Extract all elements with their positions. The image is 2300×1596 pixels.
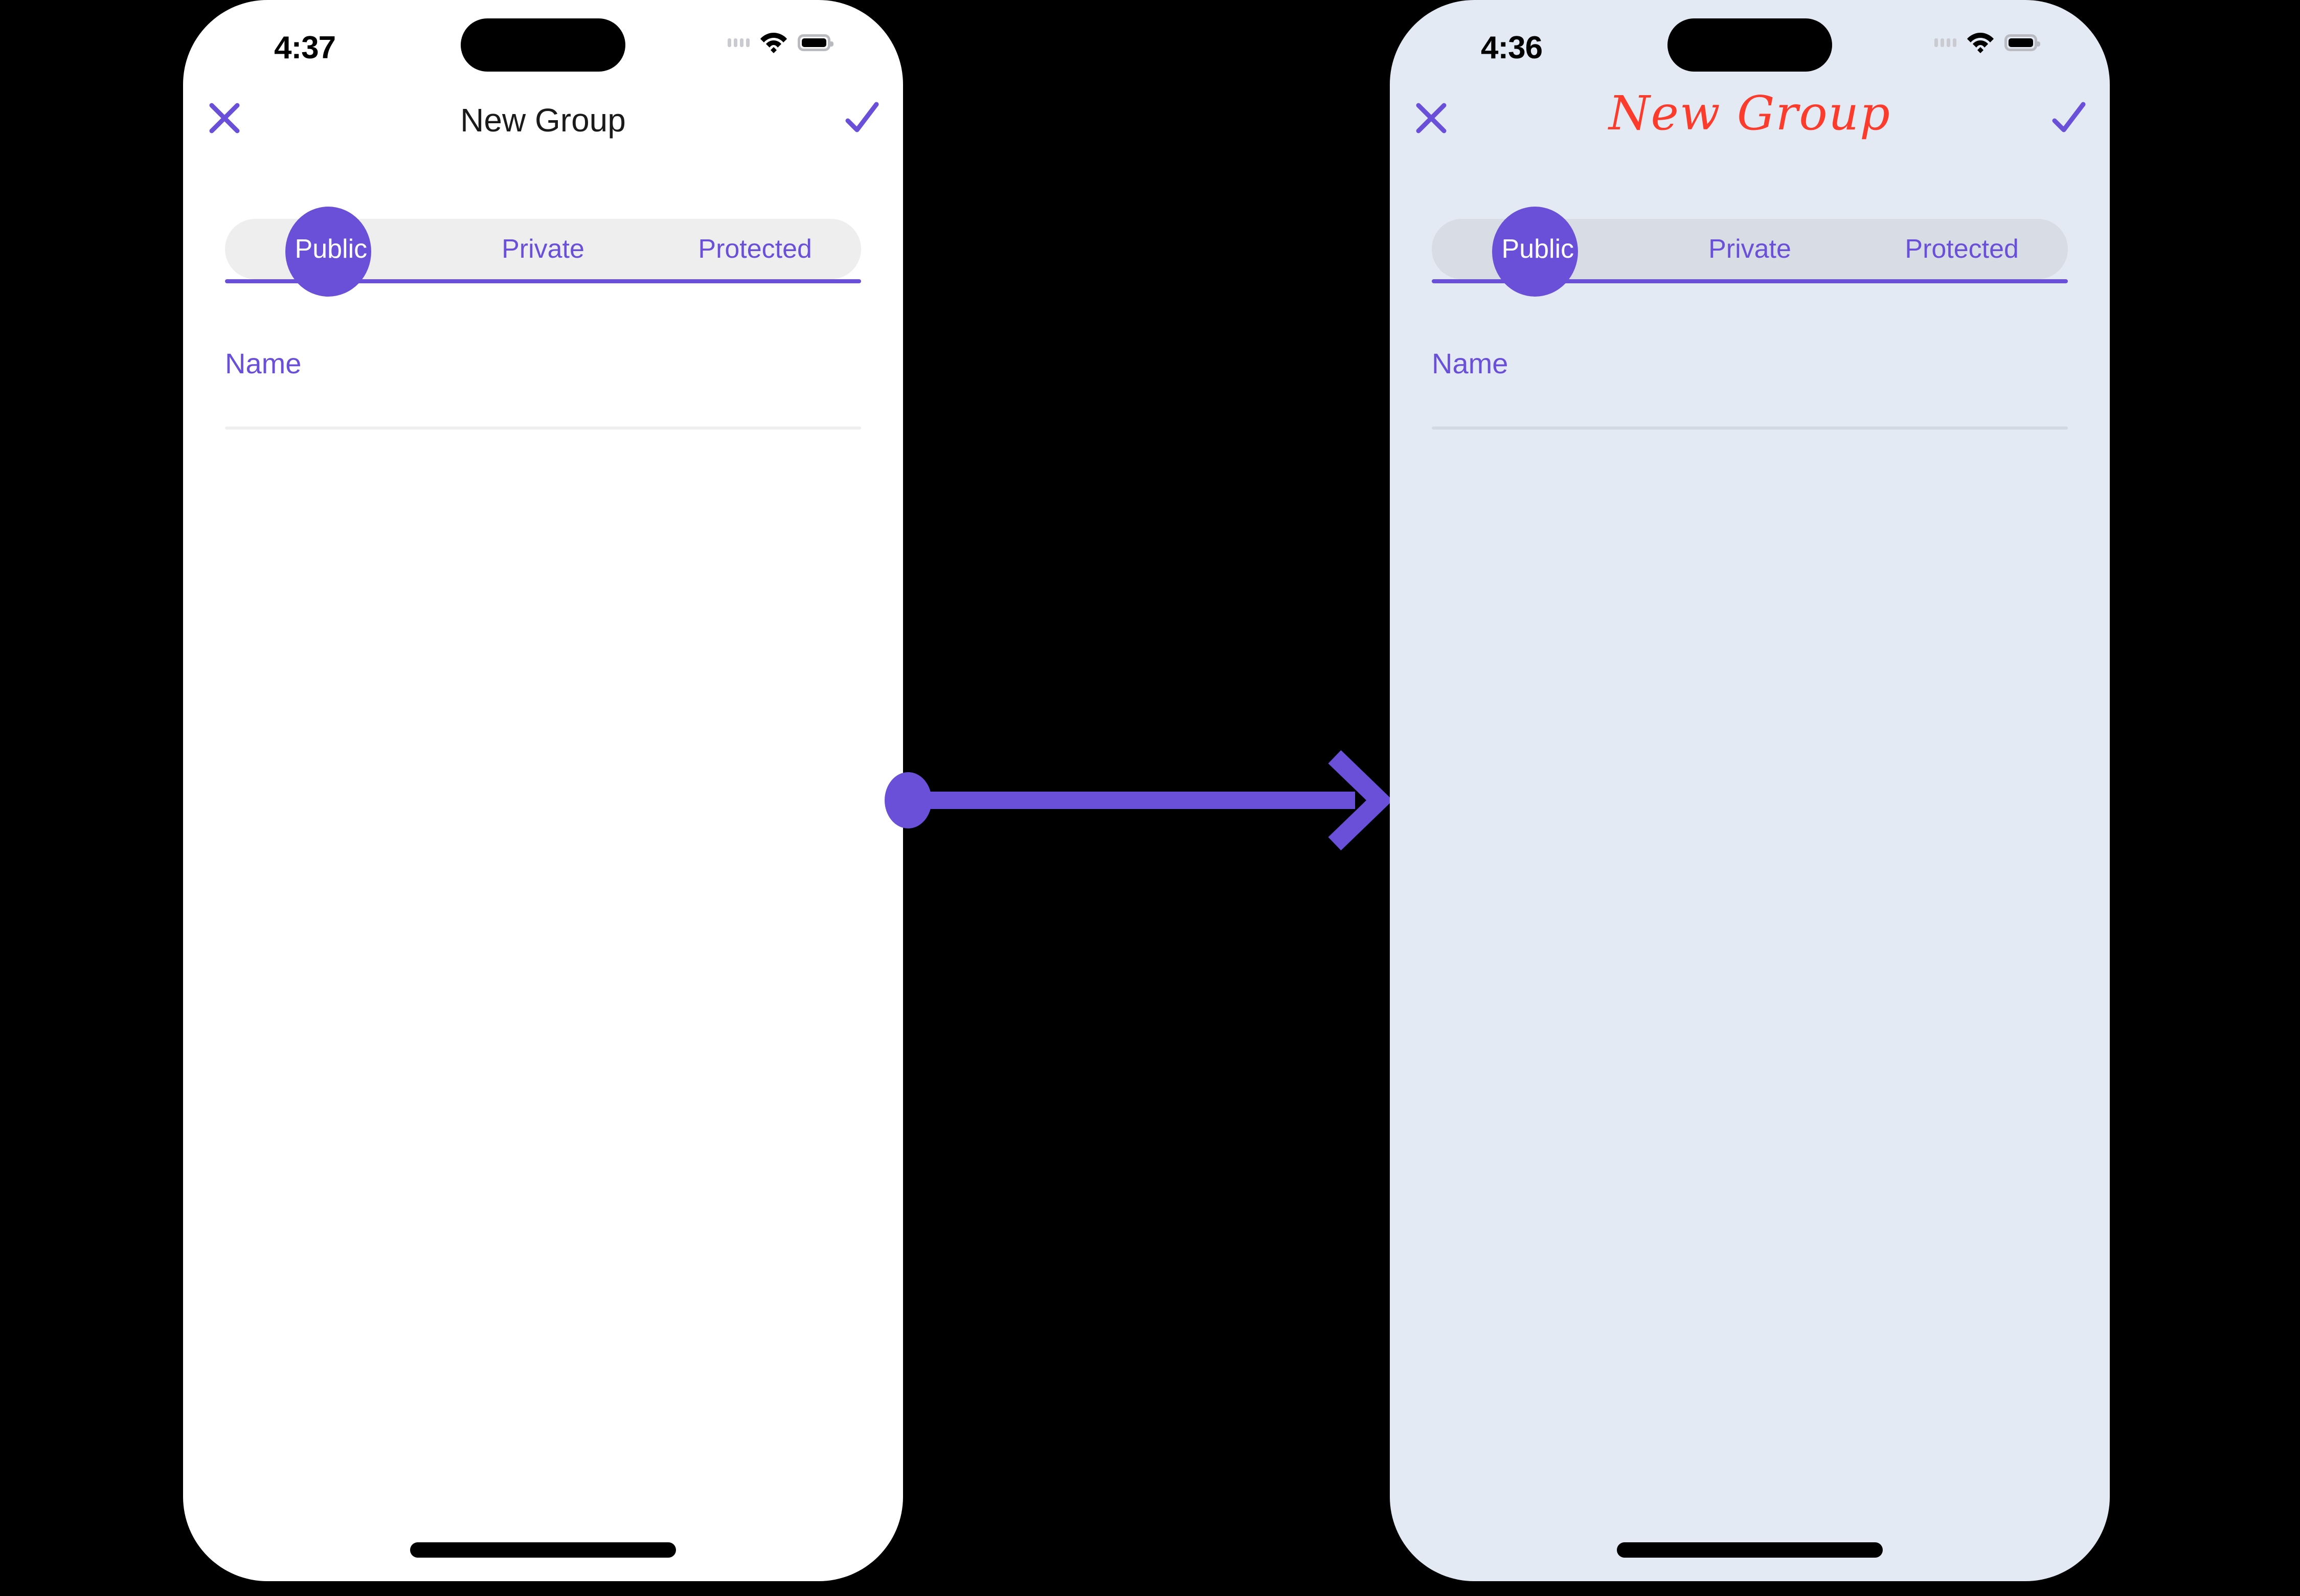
visibility-tabs-before: Public Private Protected: [225, 207, 861, 297]
signal-dots-icon: [728, 38, 750, 47]
status-icons: [728, 32, 833, 53]
name-field-underline: [225, 426, 861, 430]
name-input-placeholder: Name: [225, 347, 302, 379]
battery-level: [2009, 38, 2033, 47]
battery-icon: [798, 34, 833, 51]
battery-icon: [2004, 34, 2040, 51]
wifi-icon: [1966, 32, 1995, 53]
check-icon[interactable]: [842, 98, 882, 138]
tab-protected[interactable]: Protected: [698, 234, 812, 264]
page-title: New Group: [460, 102, 626, 139]
status-bar-after: 4:36: [1390, 0, 2110, 77]
name-field-after[interactable]: Name: [1432, 332, 2068, 430]
tab-protected[interactable]: Protected: [1905, 234, 2019, 264]
nav-bar-after: New Group: [1390, 77, 2110, 159]
home-indicator: [410, 1542, 676, 1558]
status-time: 4:37: [274, 30, 336, 65]
segmented-control[interactable]: Public Private Protected: [225, 207, 861, 297]
tab-selection-indicator: [285, 207, 371, 297]
page-title: New Group: [1609, 86, 1891, 141]
tab-private[interactable]: Private: [1708, 234, 1791, 264]
signal-dots-icon: [1934, 38, 1956, 47]
battery-level: [802, 38, 826, 47]
name-input-placeholder: Name: [1432, 347, 1508, 379]
segmented-control[interactable]: Public Private Protected: [1432, 207, 2068, 297]
tab-underline: [225, 279, 861, 283]
tab-selection-indicator: [1492, 207, 1578, 297]
check-icon[interactable]: [2048, 98, 2088, 138]
visibility-tabs-after: Public Private Protected: [1432, 207, 2068, 297]
nav-bar-before: New Group: [183, 77, 903, 159]
dynamic-island: [1667, 18, 1832, 72]
status-bar-before: 4:37: [183, 0, 903, 77]
phone-mockup-after: 4:36: [1390, 0, 2110, 1581]
close-icon[interactable]: [1411, 98, 1451, 138]
name-field-underline: [1432, 426, 2068, 430]
tab-public[interactable]: Public: [295, 234, 368, 264]
dynamic-island: [461, 18, 625, 72]
tab-public[interactable]: Public: [1501, 234, 1574, 264]
wifi-icon: [759, 32, 788, 53]
status-icons: [1934, 32, 2040, 53]
status-time: 4:36: [1481, 30, 1543, 65]
tab-private[interactable]: Private: [502, 234, 584, 264]
close-icon[interactable]: [205, 98, 244, 138]
home-indicator: [1617, 1542, 1883, 1558]
arrow-right-icon: [885, 736, 1391, 864]
screen-before: 4:37: [183, 0, 903, 1581]
screen-after: 4:36: [1390, 0, 2110, 1581]
name-field-before[interactable]: Name: [225, 332, 861, 430]
tab-underline: [1432, 279, 2068, 283]
phone-mockup-before: 4:37: [183, 0, 903, 1581]
